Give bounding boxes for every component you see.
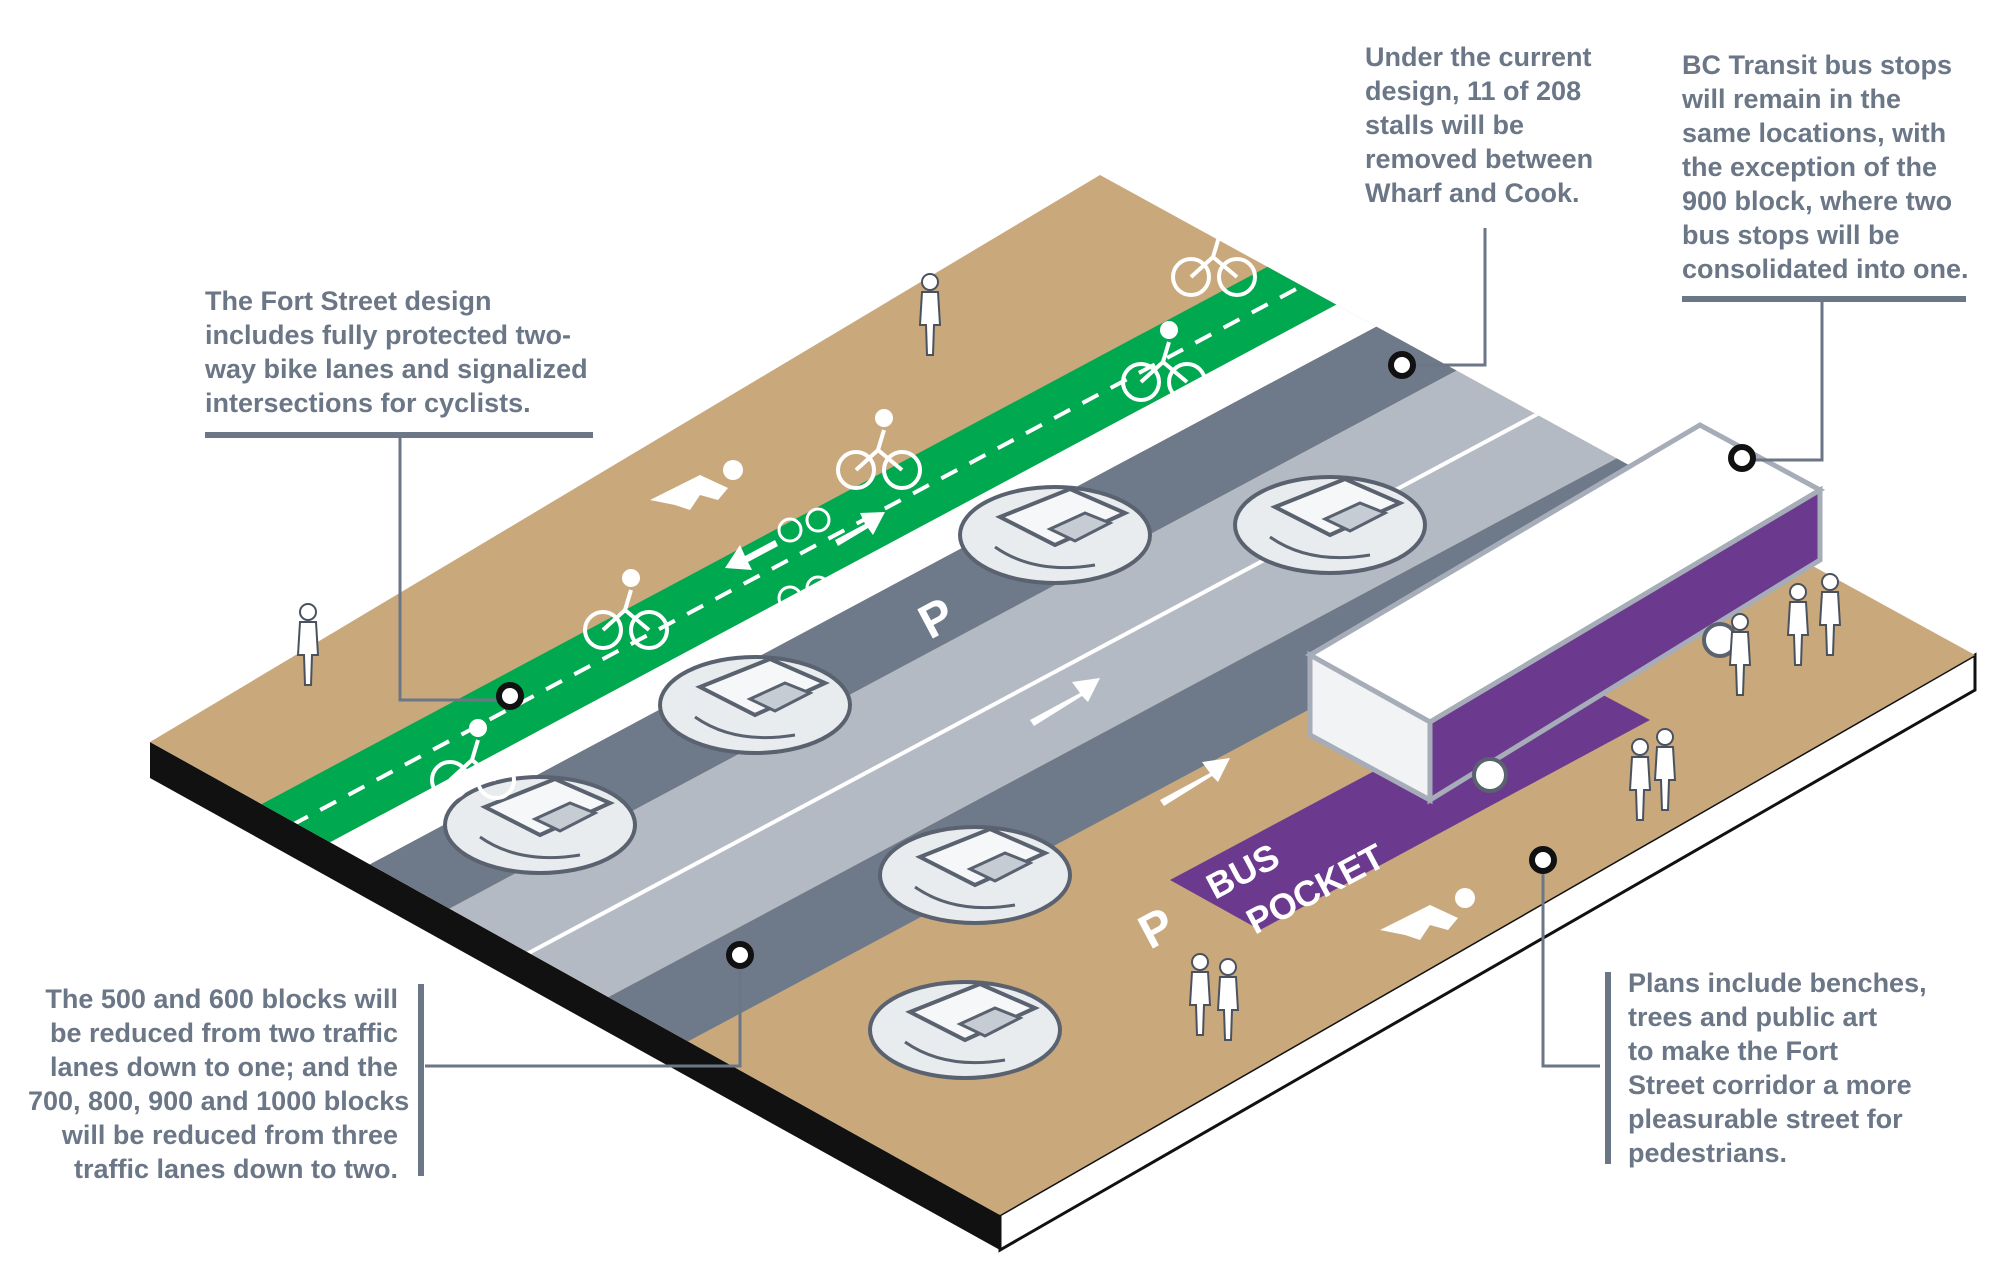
callout-line: pedestrians. <box>1628 1138 1788 1168</box>
callout-bike-lanes: The Fort Street design includes fully pr… <box>205 284 588 420</box>
car-icon <box>1233 475 1427 575</box>
callout-line: removed between <box>1365 144 1594 174</box>
car-icon <box>878 825 1072 925</box>
car-icon <box>868 980 1062 1080</box>
callout-line: the exception of the <box>1682 152 1938 182</box>
bike-lane-centerline <box>291 270 1329 827</box>
parking-lane-north <box>365 314 1480 911</box>
callout-line: Street corridor a more <box>1628 1070 1912 1100</box>
callout-rule <box>418 984 424 1176</box>
callout-line: Under the current <box>1365 42 1592 72</box>
callout-line: way bike lanes and signalized <box>205 354 588 384</box>
callout-rule <box>1605 972 1611 1164</box>
callout-line: stalls will be <box>1365 110 1525 140</box>
bike-symbol-icon <box>777 507 831 611</box>
callout-rule <box>205 432 593 438</box>
callout-line: 900 block, where two <box>1682 186 1953 216</box>
callout-parking-stalls: Under the current design, 11 of 208 stal… <box>1365 40 1593 210</box>
callout-pedestrians: Plans include benches, trees and public … <box>1628 966 1927 1170</box>
callout-line: pleasurable street for <box>1628 1104 1903 1134</box>
callout-line: same locations, with <box>1682 118 1947 148</box>
callout-line: Wharf and Cook. <box>1365 178 1580 208</box>
callout-marker-icon <box>496 351 1756 969</box>
callout-line: BC Transit bus stops <box>1682 50 1953 80</box>
callout-line: trees and public art <box>1628 1002 1878 1032</box>
callout-line: consolidated into one. <box>1682 254 1969 284</box>
callout-line: to make the Fort <box>1628 1036 1839 1066</box>
callout-line: The Fort Street design <box>205 286 492 316</box>
bus-icon <box>1304 422 1826 805</box>
callout-line: traffic lanes down to two. <box>73 1154 398 1184</box>
callout-line: will be reduced from three <box>61 1120 398 1150</box>
callout-line: includes fully protected two- <box>205 320 572 350</box>
car-icon <box>443 775 637 875</box>
arrow-icon <box>725 512 1230 806</box>
callout-line: be reduced from two traffic <box>49 1018 398 1048</box>
callout-line: will remain in the <box>1682 84 1902 114</box>
callout-line: bus stops will be <box>1682 220 1900 250</box>
base-edge <box>150 742 1000 1250</box>
car-icon <box>958 485 1152 585</box>
separator-strip <box>325 292 1400 867</box>
base-edge-right <box>998 652 1977 1253</box>
callout-traffic-lanes: The 500 and 600 blocks will be reduced f… <box>28 982 410 1186</box>
callout-bus-stops: BC Transit bus stops will remain in the … <box>1682 48 1969 286</box>
callout-line: 700, 800, 900 and 1000 blocks <box>28 1086 410 1116</box>
callout-line: The 500 and 600 blocks will <box>45 984 398 1014</box>
pedestrian-symbol-icon <box>650 460 1475 940</box>
callout-line: design, 11 of 208 <box>1365 76 1582 106</box>
callout-rule <box>1682 296 1966 302</box>
callout-line: Plans include benches, <box>1628 968 1927 998</box>
callout-line: intersections for cyclists. <box>205 388 531 418</box>
callout-line: lanes down to one; and the <box>49 1052 398 1082</box>
leader-lines <box>398 228 1824 1068</box>
car-icon <box>658 655 852 755</box>
